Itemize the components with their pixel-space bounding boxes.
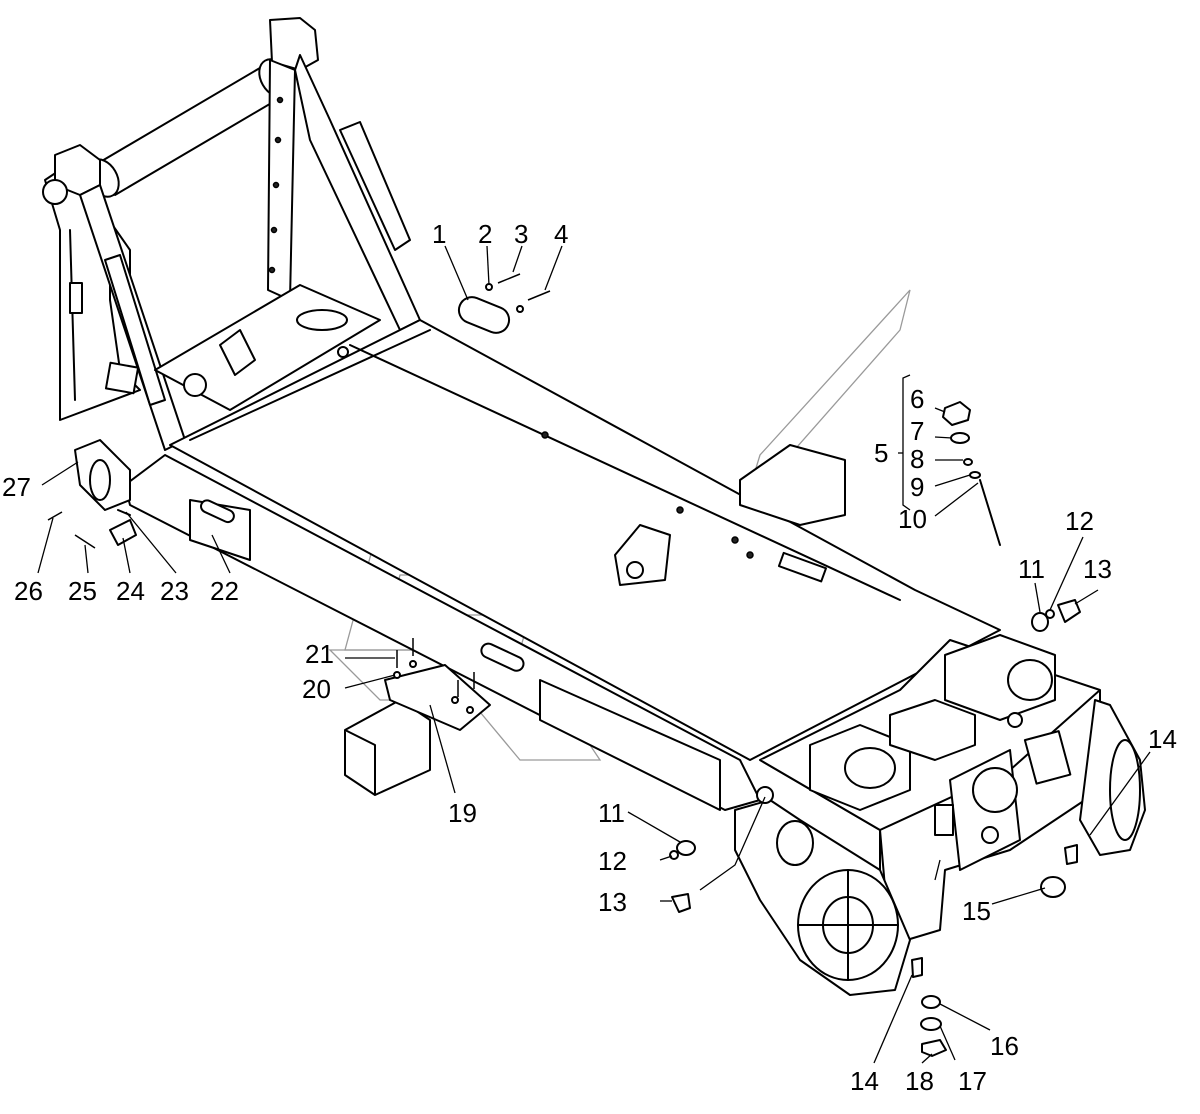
callout-17: 17 <box>958 1066 987 1096</box>
callout-18: 18 <box>905 1066 934 1096</box>
callout-5: 5 <box>874 438 888 468</box>
callout-3: 3 <box>514 219 528 249</box>
ring-icon <box>963 458 973 466</box>
callout-1: 1 <box>432 219 446 249</box>
cover-plate-icon <box>457 296 511 334</box>
callout-22: 22 <box>210 576 239 606</box>
callout-14-right: 14 <box>1148 724 1177 754</box>
callout-7: 7 <box>910 416 924 446</box>
callout-16: 16 <box>990 1031 1019 1061</box>
callout-19: 19 <box>448 798 477 828</box>
washer-icon <box>950 432 970 444</box>
callout-6: 6 <box>910 384 924 414</box>
callout-27: 27 <box>2 472 31 502</box>
callout-21: 21 <box>305 639 334 669</box>
bolt-icon <box>527 290 551 301</box>
fasteners <box>47 273 1081 1057</box>
callout-labels: 1 2 3 4 5 6 7 8 9 10 11 12 13 14 11 12 1… <box>2 219 1177 1096</box>
callout-23: 23 <box>160 576 189 606</box>
stud-icon <box>979 479 1001 546</box>
callout-10: 10 <box>898 504 927 534</box>
callout-8: 8 <box>910 444 924 474</box>
nut-icon <box>942 401 971 426</box>
callout-11-left: 11 <box>598 798 625 828</box>
callout-14-bottom: 14 <box>850 1066 879 1096</box>
leader-lines <box>37 245 1151 1064</box>
callout-13-right: 13 <box>1083 554 1112 584</box>
callout-2: 2 <box>478 219 492 249</box>
callout-15: 15 <box>962 896 991 926</box>
callout-26: 26 <box>14 576 43 606</box>
callout-9: 9 <box>910 472 924 502</box>
callout-25: 25 <box>68 576 97 606</box>
callout-13-left: 13 <box>598 887 627 917</box>
callout-4: 4 <box>554 219 568 249</box>
main-frame <box>42 17 1146 996</box>
callout-12-right: 12 <box>1065 506 1094 536</box>
callout-24: 24 <box>116 576 145 606</box>
callout-20: 20 <box>302 674 331 704</box>
callout-12-left: 12 <box>598 846 627 876</box>
callout-11-right: 11 <box>1018 554 1045 584</box>
bolt-icon <box>497 273 521 284</box>
